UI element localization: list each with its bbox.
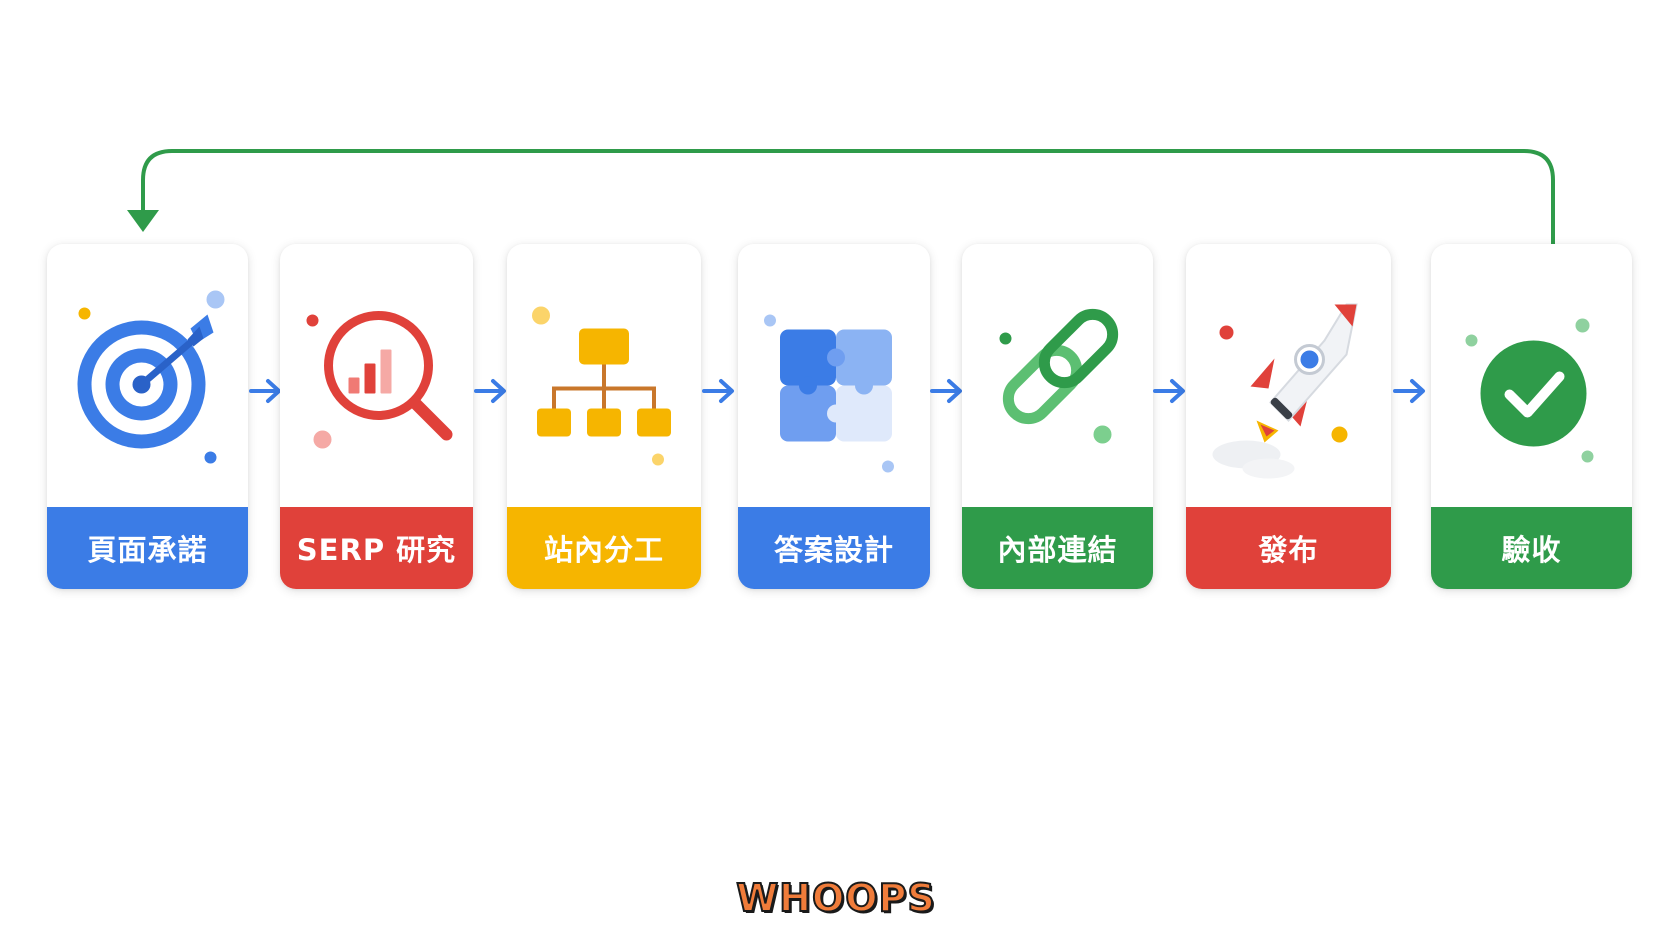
- link-icon: [999, 308, 1118, 443]
- magnifier-chart-icon: [306, 310, 452, 448]
- step-icon-area: [962, 244, 1153, 507]
- flow-arrow: [930, 379, 962, 403]
- whoops-wordmark: WHOOPS: [735, 875, 936, 921]
- step-label: 答案設計: [738, 507, 930, 589]
- rocket-icon: [1212, 303, 1358, 478]
- flow-arrow: [474, 379, 506, 403]
- step-label: 發布: [1186, 507, 1391, 589]
- flow-arrow: [1393, 379, 1425, 403]
- step-card-internal-linking[interactable]: 內部連結: [962, 244, 1153, 589]
- step-card-site-division[interactable]: 站內分工: [507, 244, 701, 589]
- flow-arrow: [249, 379, 281, 403]
- step-card-serp-research[interactable]: SERP 研究: [280, 244, 473, 589]
- step-card-answer-design[interactable]: 答案設計: [738, 244, 930, 589]
- puzzle-icon: [764, 314, 894, 472]
- step-label: 站內分工: [507, 507, 701, 589]
- step-label: 驗收: [1431, 507, 1632, 589]
- step-icon-area: [280, 244, 473, 507]
- step-label: SERP 研究: [280, 507, 473, 589]
- step-label: 內部連結: [962, 507, 1153, 589]
- checkmark-icon: [1465, 318, 1593, 462]
- flow-arrow: [1153, 379, 1185, 403]
- step-card-page-promise[interactable]: 頁面承諾: [47, 244, 248, 589]
- step-icon-area: [738, 244, 930, 507]
- step-label: 頁面承諾: [47, 507, 248, 589]
- step-icon-area: [507, 244, 701, 507]
- step-icon-area: [1186, 244, 1391, 507]
- step-card-acceptance[interactable]: 驗收: [1431, 244, 1632, 589]
- hierarchy-icon: [532, 306, 671, 465]
- target-icon: [77, 290, 224, 463]
- flow-arrow: [702, 379, 734, 403]
- step-icon-area: [47, 244, 248, 507]
- step-icon-area: [1431, 244, 1632, 507]
- step-card-publish[interactable]: 發布: [1186, 244, 1391, 589]
